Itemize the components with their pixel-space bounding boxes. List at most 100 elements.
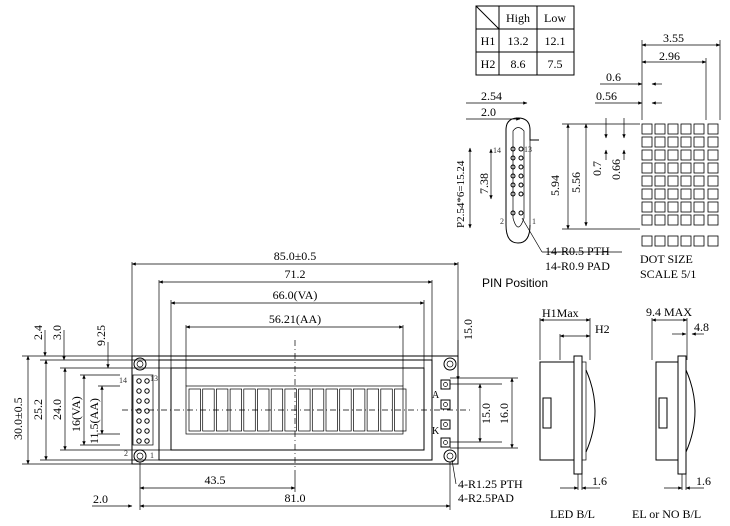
dot-cell <box>667 149 679 161</box>
h1-label: H1Max <box>542 306 579 320</box>
dot-cell <box>667 136 679 148</box>
active-area-outline <box>185 385 404 435</box>
connector-pins <box>132 374 154 446</box>
dim-2-4: 2.4 <box>31 325 45 340</box>
dot-cell <box>667 175 679 187</box>
dot-cell <box>680 162 692 174</box>
dot-cell <box>654 136 666 148</box>
dot-cell <box>654 162 666 174</box>
dim-label: 0.66 <box>609 159 623 180</box>
led-caption: LED B/L <box>550 507 595 521</box>
dim-43-5: 43.5 <box>205 473 226 487</box>
dim-24: 24.0 <box>50 399 64 420</box>
pth-note: 14-R0.5 PTH <box>545 244 610 258</box>
pin-label: 1 <box>150 451 154 460</box>
dim-2-0: 2.0 <box>93 492 108 506</box>
connector-pin <box>136 418 142 424</box>
connector-pin <box>136 438 142 444</box>
table-corner-diagonal <box>475 5 500 30</box>
dot-cell <box>680 201 692 213</box>
dim-bezel-width: 71.2 <box>285 267 306 281</box>
dot-cell <box>654 175 666 187</box>
pin-label: 14 <box>493 146 501 155</box>
bezel-outline <box>158 359 433 461</box>
dim-15-right: 15.0 <box>479 403 493 424</box>
dot-cell <box>654 201 666 213</box>
table-cell: 12.1 <box>545 34 566 48</box>
dim-label: 3.55 <box>663 31 684 45</box>
dim-overall-height: 30.0±0.5 <box>11 397 25 440</box>
pin-label: 13 <box>524 145 532 154</box>
dim-label: 0.6 <box>606 70 621 84</box>
dim-9-25: 9.25 <box>94 325 108 346</box>
dot-cell <box>667 214 679 226</box>
dot-size-detail: 3.55 2.96 0.6 0.56 5.94 5.56 0.7 0.66 <box>548 31 721 281</box>
dot-cell <box>654 214 666 226</box>
dim-aa-height: 11.5(AA) <box>87 398 101 444</box>
pin-label: 1 <box>532 217 536 226</box>
dim-label: 0.56 <box>596 89 617 103</box>
dot-cell <box>680 136 692 148</box>
dot-cell <box>693 188 705 200</box>
table-header-high: High <box>506 11 530 25</box>
connector-pin <box>136 408 142 414</box>
dot-cell <box>680 188 692 200</box>
pad-k <box>440 437 451 448</box>
dot-cell <box>667 201 679 213</box>
dim-1-6-led: 1.6 <box>592 474 607 488</box>
dot-cell <box>693 175 705 187</box>
pin-position-caption: PIN Position <box>482 276 548 290</box>
dot-cell <box>693 214 705 226</box>
dim-label: 2.54 <box>481 89 502 103</box>
dim-1-6-el: 1.6 <box>696 474 711 488</box>
dot-cell <box>654 123 666 135</box>
dot-cell <box>641 175 653 187</box>
dim-9-4: 9.4 MAX <box>646 305 692 319</box>
connector-pin <box>144 388 150 394</box>
h2-label: H2 <box>595 322 610 336</box>
character-cell <box>311 388 325 432</box>
dim-overall-width: 85.0±0.5 <box>274 249 317 263</box>
dot-cell <box>641 162 653 174</box>
dim-bezel-height: 25.2 <box>31 399 45 420</box>
table-cell: 13.2 <box>508 34 529 48</box>
el-caption: EL or NO B/L <box>632 507 701 521</box>
pin-position-detail: 2.54 2.0 14 13 2 1 P2.54*6=15.24 7.38 14… <box>455 89 622 290</box>
dot-cell <box>667 188 679 200</box>
pad-a <box>440 379 451 390</box>
dot-cell <box>667 162 679 174</box>
dot-cell <box>654 188 666 200</box>
dot-cell <box>680 214 692 226</box>
dim-81: 81.0 <box>285 491 306 505</box>
viewing-area-outline <box>170 367 425 451</box>
dot-cell <box>641 201 653 213</box>
dim-active-area: 56.21(AA) <box>269 312 321 326</box>
height-table: High Low H1 13.2 12.1 H2 8.6 7.5 <box>475 5 575 76</box>
pin-label: 2 <box>500 217 504 226</box>
dot-cell <box>680 175 692 187</box>
connector-pin <box>136 378 142 384</box>
dim-label: 2.96 <box>659 49 680 63</box>
connector-pin <box>144 408 150 414</box>
side-view-led: H1Max H2 1.6 LED B/L <box>539 306 610 521</box>
dim-16-right: 16.0 <box>497 403 511 424</box>
mount-pad-note: 4-R2.5PAD <box>458 491 514 505</box>
dot-cell <box>641 123 653 135</box>
dot-cell <box>693 201 705 213</box>
table-row-label: H2 <box>481 57 496 71</box>
pin-label: 13 <box>150 374 158 383</box>
connector-pin <box>144 438 150 444</box>
character-cell <box>298 388 311 432</box>
dot-cell <box>641 149 653 161</box>
dot-cell <box>693 136 705 148</box>
connector-pin <box>136 428 142 434</box>
connector-pin <box>136 398 142 404</box>
connector-pin <box>144 398 150 404</box>
table-cell: 7.5 <box>548 57 563 71</box>
dim-label: 5.56 <box>569 172 583 193</box>
side-view-el: 9.4 MAX 4.8 1.6 EL or NO B/L <box>632 305 711 521</box>
pin-label: 2 <box>124 449 128 458</box>
dot-cell <box>680 149 692 161</box>
dim-viewing-area: 66.0(VA) <box>273 288 318 302</box>
dot-cell <box>654 149 666 161</box>
